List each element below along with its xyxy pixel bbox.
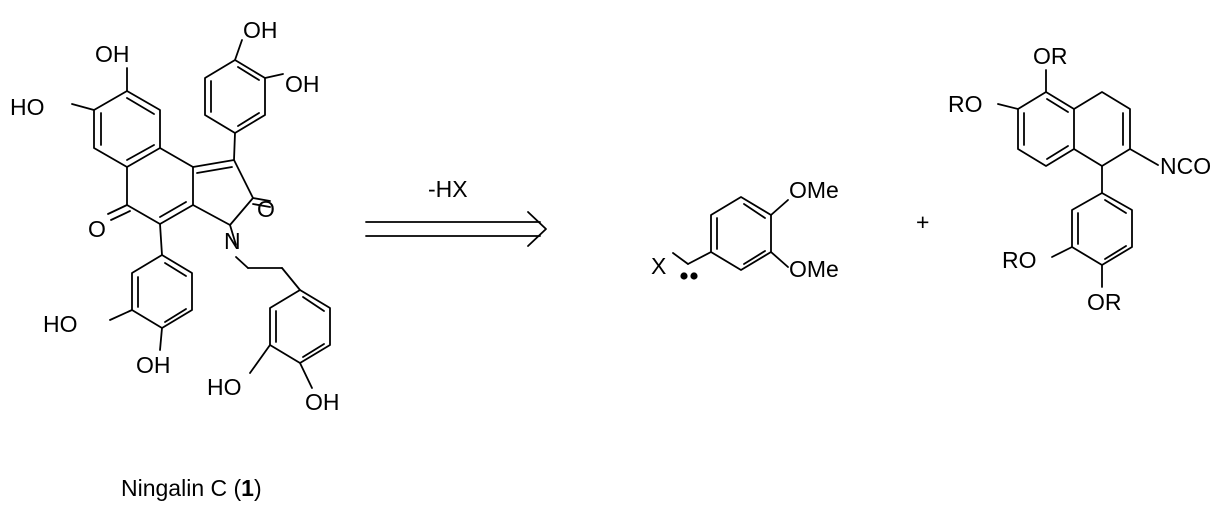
- ningalin-c-structure: OH OH OH HO O N O HO OH HO OH Ningalin C…: [10, 17, 340, 501]
- fragment-b-bonds: [997, 69, 1159, 288]
- label-o-ketone-right: O: [257, 196, 275, 222]
- label-ome-top: OMe: [789, 177, 839, 203]
- label-or-bottom: OR: [1087, 289, 1122, 315]
- label-ro-left: RO: [948, 91, 983, 117]
- label-x: X: [651, 253, 666, 279]
- label-or-top: OR: [1033, 43, 1068, 69]
- label-o-ketone-left: O: [88, 216, 106, 242]
- label-oh-ring-a: OH: [95, 41, 130, 67]
- label-oh-bottom-left: OH: [136, 352, 171, 378]
- plus-sign: +: [916, 209, 929, 235]
- fragment-b-structure: OR RO NCO RO OR: [948, 43, 1211, 315]
- carbene-lone-pair-dot-2: [690, 272, 698, 280]
- ningalin-caption: Ningalin C (1): [121, 475, 262, 501]
- label-oh-bottom-right: OH: [305, 389, 340, 415]
- fragment-b-atom-labels: OR RO NCO RO OR: [948, 43, 1211, 315]
- ningalin-atom-labels: OH OH OH HO O N O HO OH HO OH: [10, 17, 340, 415]
- arrow-label: -HX: [428, 176, 468, 202]
- label-oh-upper-right: OH: [285, 71, 320, 97]
- caption-prefix: Ningalin C (: [121, 475, 241, 501]
- label-ho-bottom-right: HO: [207, 374, 242, 400]
- label-nco: NCO: [1160, 153, 1211, 179]
- caption-suffix: ): [254, 475, 262, 501]
- label-oh-top: OH: [243, 17, 278, 43]
- label-ho-bottom-left: HO: [43, 311, 78, 337]
- double-arrow-icon: [365, 211, 547, 247]
- label-n-atom: N: [224, 228, 241, 254]
- fragment-a-bonds: [672, 196, 789, 271]
- retrosynthetic-arrow: -HX: [365, 176, 547, 247]
- label-ome-bottom: OMe: [789, 256, 839, 282]
- carbene-lone-pair-dot-1: [680, 272, 688, 280]
- fragment-a-atom-labels: X OMe OMe: [651, 177, 839, 282]
- label-ho-ring-a: HO: [10, 94, 45, 120]
- fragment-a-structure: X OMe OMe: [651, 177, 839, 282]
- caption-compound-number: 1: [241, 475, 254, 501]
- ningalin-bonds: [71, 39, 331, 389]
- label-ro-bottom: RO: [1002, 247, 1037, 273]
